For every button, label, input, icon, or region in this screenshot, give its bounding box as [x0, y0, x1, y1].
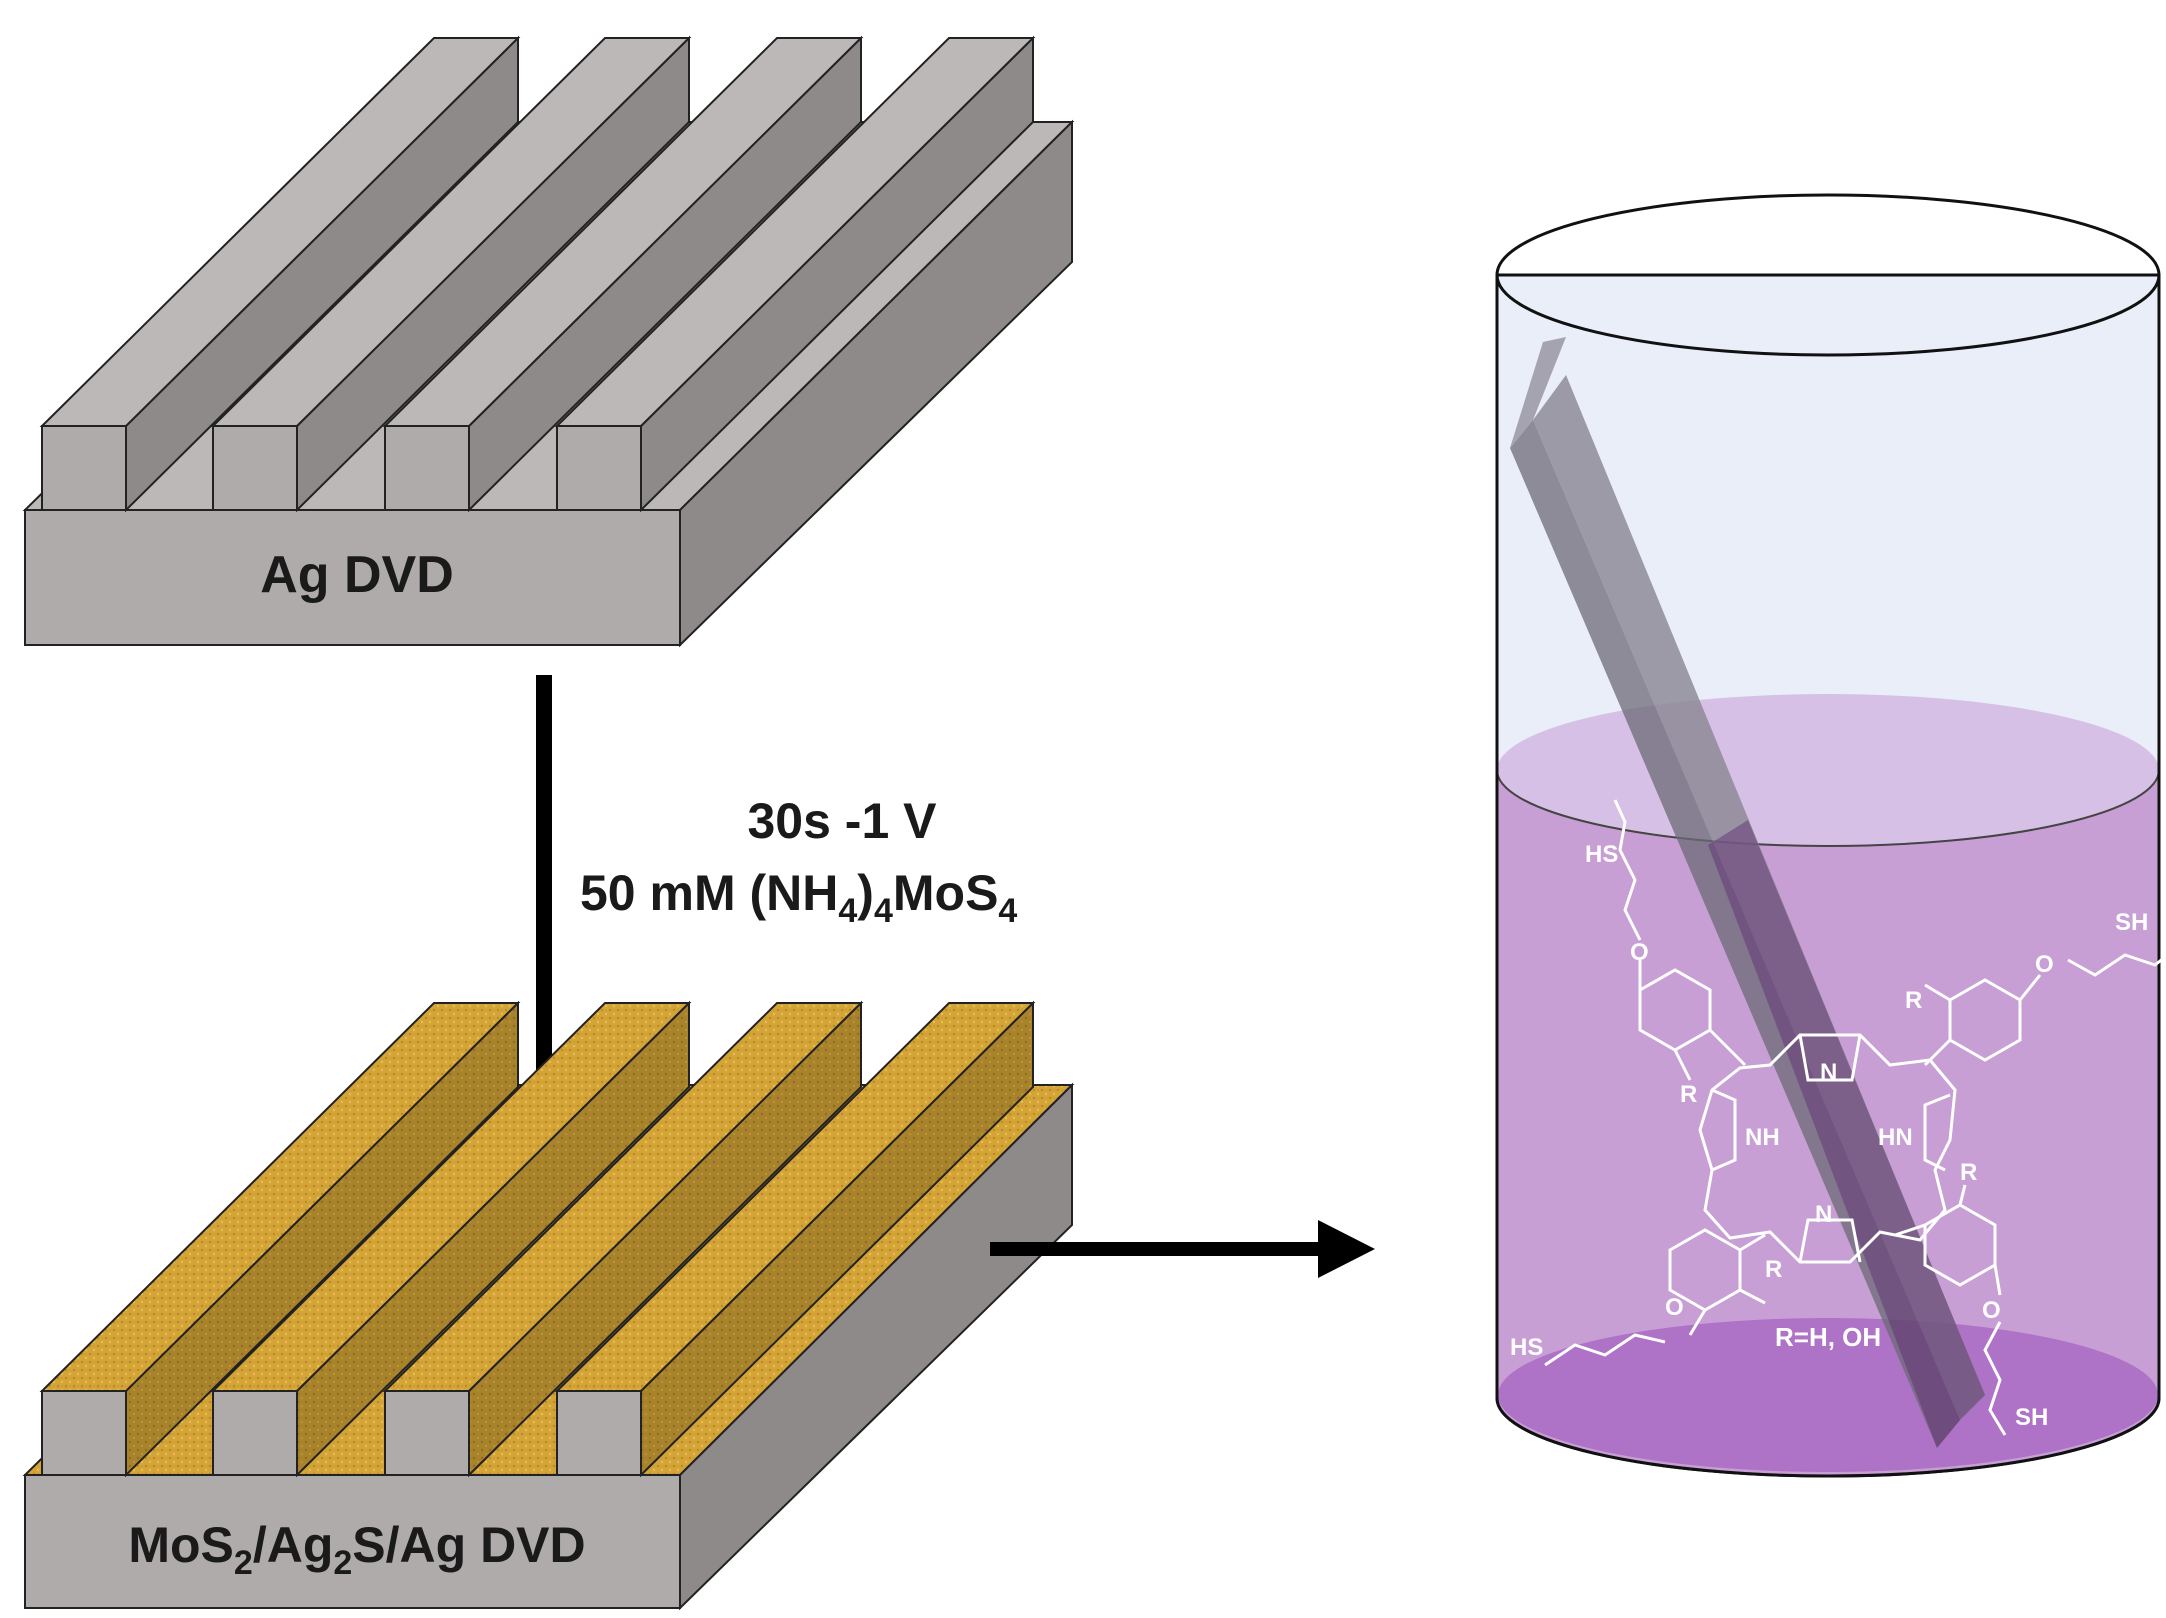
liquid-surface-front-edge — [1496, 769, 2160, 847]
r-label-top-left: R — [1680, 1081, 1697, 1108]
label-part-1: MoS — [128, 1517, 234, 1573]
substrate-front-face — [24, 509, 681, 646]
r-label-bottom-right: R — [1960, 1159, 1977, 1186]
liquid-surface — [1497, 694, 2159, 846]
nh-label: NH — [1745, 1124, 1780, 1151]
bond — [1708, 1028, 1747, 1067]
r-label-bottom-left: R — [1765, 1256, 1782, 1283]
macrocycle-outline — [1698, 1033, 1957, 1264]
down-arrow-shaft — [536, 675, 552, 1160]
coated-ridge-front-4 — [556, 1390, 642, 1476]
coated-ridges — [39, 1000, 1036, 1478]
label-part-2: /Ag — [253, 1517, 334, 1573]
hs-label-bottom-left: HS — [1510, 1334, 1543, 1361]
n-label-top: N — [1820, 1059, 1837, 1086]
thiol-chain-bottom-right — [1983, 1321, 2007, 1436]
liquid-bottom — [1498, 1318, 2158, 1472]
electrodeposition-step: 30s -1 V 50 mM (NH4)4MoS4 — [514, 675, 1017, 1205]
o-label-top-left: O — [1630, 939, 1649, 966]
beaker: HS O R SH O R N NH HN N R R O HS O R=H, … — [1495, 193, 2166, 1478]
label-sub-2: 2 — [333, 1544, 352, 1582]
o-label-bottom-left: O — [1665, 1294, 1684, 1321]
process-condition-line2: 50 mM (NH4)4MoS4 — [580, 865, 1017, 930]
hs-label-top-left: HS — [1585, 841, 1618, 868]
reagent-sub-1: 4 — [838, 892, 857, 930]
o-label-top-right: O — [2035, 951, 2054, 978]
sh-label-top-right: SH — [2115, 909, 2148, 936]
ag-ridge-front-1 — [41, 425, 127, 511]
process-condition-line1: 30s -1 V — [747, 793, 937, 849]
electrode-top — [1510, 337, 1566, 448]
thiol-chain-bottom-left — [1544, 1333, 1666, 1367]
thiol-chain-top-right — [2067, 953, 2166, 977]
bond — [1894, 1223, 1926, 1237]
coated-ridge-front-2 — [212, 1390, 298, 1476]
bond — [1739, 1288, 1766, 1305]
pyrrole-left — [1711, 1088, 1737, 1172]
reagent-text-2: ) — [857, 865, 874, 921]
molecule-labels: HS O R SH O R N NH HN N R R O HS O R=H, … — [1510, 841, 2148, 1431]
label-part-3: S/Ag DVD — [352, 1517, 585, 1573]
reagent-text-3: MoS — [893, 865, 999, 921]
ag-ridge-front-2 — [212, 425, 298, 511]
reagent-sub-3: 4 — [998, 892, 1017, 930]
coated-ridge-front-1 — [41, 1390, 127, 1476]
bond — [1923, 1038, 1952, 1067]
pyrrole-top — [1798, 1034, 1862, 1082]
porphyrin-molecule — [1544, 799, 2166, 1436]
mos2-ag2s-ag-dvd-label: MoS2/Ag2S/Ag DVD — [128, 1517, 585, 1582]
ag-ridge-front-4 — [556, 425, 642, 511]
thiol-chain-top-left — [1613, 799, 1642, 941]
bond — [2018, 974, 2042, 1001]
bond — [1958, 1184, 1967, 1206]
hn-label: HN — [1878, 1124, 1913, 1151]
bond — [1993, 1264, 2002, 1296]
ag-dvd-label: Ag DVD — [260, 546, 454, 604]
bond — [1673, 1049, 1692, 1081]
r-definition-label: R=H, OH — [1775, 1322, 1881, 1352]
beaker-bottom-edge — [1495, 1397, 2161, 1478]
bond — [1739, 1233, 1766, 1252]
bond — [1688, 1309, 1707, 1336]
ag-ridges — [39, 35, 1036, 513]
sh-label-bottom-right: SH — [2015, 1404, 2048, 1431]
ag-dvd-substrate: Ag DVD — [22, 35, 1075, 648]
o-label-bottom-right: O — [1982, 1297, 2001, 1324]
electrode-edge — [1510, 420, 1960, 1448]
n-label-bottom: N — [1815, 1201, 1832, 1228]
right-arrow-head — [1318, 1220, 1375, 1278]
label-sub-1: 2 — [234, 1544, 253, 1582]
ag-ridge-front-3 — [384, 425, 470, 511]
coated-front-face — [24, 1474, 681, 1609]
right-arrow-shaft — [990, 1242, 1330, 1256]
pyrrole-right — [1923, 1093, 1951, 1172]
electrode-face — [1533, 375, 1985, 1420]
reagent-text-1: 50 mM (NH — [580, 865, 838, 921]
coated-ridge-front-3 — [384, 1390, 470, 1476]
bond — [1924, 983, 1951, 1002]
right-arrow — [990, 1220, 1375, 1278]
pyrrole-bottom — [1798, 1218, 1862, 1263]
mos2-ag2s-ag-dvd-substrate: MoS2/Ag2S/Ag DVD — [22, 1000, 1075, 1611]
r-label-top-right: R — [1905, 987, 1922, 1014]
reagent-sub-2: 4 — [874, 892, 893, 930]
electrode-submerged — [1708, 820, 1985, 1448]
